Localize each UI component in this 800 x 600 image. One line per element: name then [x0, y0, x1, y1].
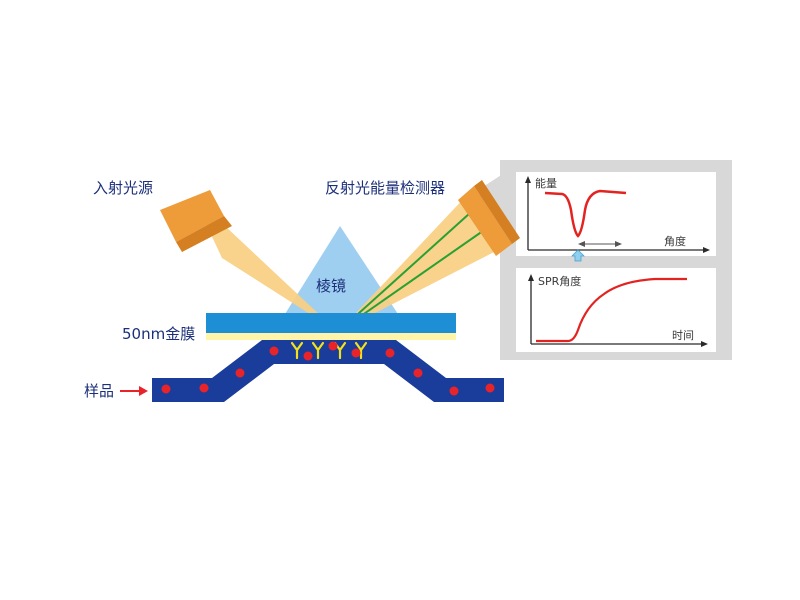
prism — [285, 226, 398, 314]
particle — [385, 348, 395, 358]
detector-face — [474, 180, 520, 244]
angle-shift-arrow-right — [615, 241, 622, 247]
sample-particles — [161, 341, 495, 396]
particle — [449, 386, 459, 396]
particle — [351, 348, 361, 358]
bottom-graph-y-label: SPR角度 — [538, 274, 581, 288]
antibodies — [290, 341, 368, 360]
angle-marker-up-arrow — [571, 249, 585, 262]
particle — [485, 383, 495, 393]
detector-label: 反射光能量检测器 — [325, 179, 445, 197]
microfluidic-label: 微流路液相系统 — [269, 376, 374, 394]
bottom-graph-y-arrow — [528, 274, 534, 281]
prism-label: 棱镜 — [316, 277, 346, 295]
top-graph-energy-curve — [544, 189, 627, 238]
antibody — [354, 341, 368, 360]
antibody — [311, 341, 325, 360]
light-source-face — [176, 216, 232, 252]
angle-shift-arrow-left — [578, 241, 585, 247]
bottom-graph-x-label: 时间 — [672, 329, 694, 342]
particle — [235, 368, 245, 378]
sample-inlet-arrow-head — [139, 386, 148, 396]
reflected-light-cone — [338, 194, 498, 332]
reflected-ray-1 — [337, 203, 481, 333]
light-source-label: 入射光源 — [93, 179, 153, 197]
particle — [199, 383, 209, 393]
glass-blue-layer — [206, 313, 456, 333]
microfluidic-channel — [152, 340, 504, 402]
antibody — [290, 341, 304, 360]
top-graph-x-arrow — [703, 247, 710, 253]
particle — [161, 384, 171, 394]
top-graph-x-label: 角度 — [664, 234, 686, 248]
bottom-graph-spr-curve — [536, 277, 687, 343]
gold-film-layer — [206, 333, 456, 340]
sample-label: 样品 — [84, 382, 114, 400]
detector-block — [458, 186, 512, 256]
bottom-graph-x-arrow — [701, 341, 708, 347]
top-graph-y-label: 能量 — [535, 176, 557, 190]
particle — [303, 351, 313, 361]
gold-film-label: 50nm金膜 — [122, 325, 195, 343]
particle — [413, 368, 423, 378]
incident-light-cone — [193, 196, 338, 332]
top-graph-y-arrow — [525, 176, 531, 183]
bottom-graph-box — [516, 268, 716, 352]
particle — [328, 341, 338, 351]
particle — [269, 346, 279, 356]
light-source-block — [160, 190, 224, 242]
